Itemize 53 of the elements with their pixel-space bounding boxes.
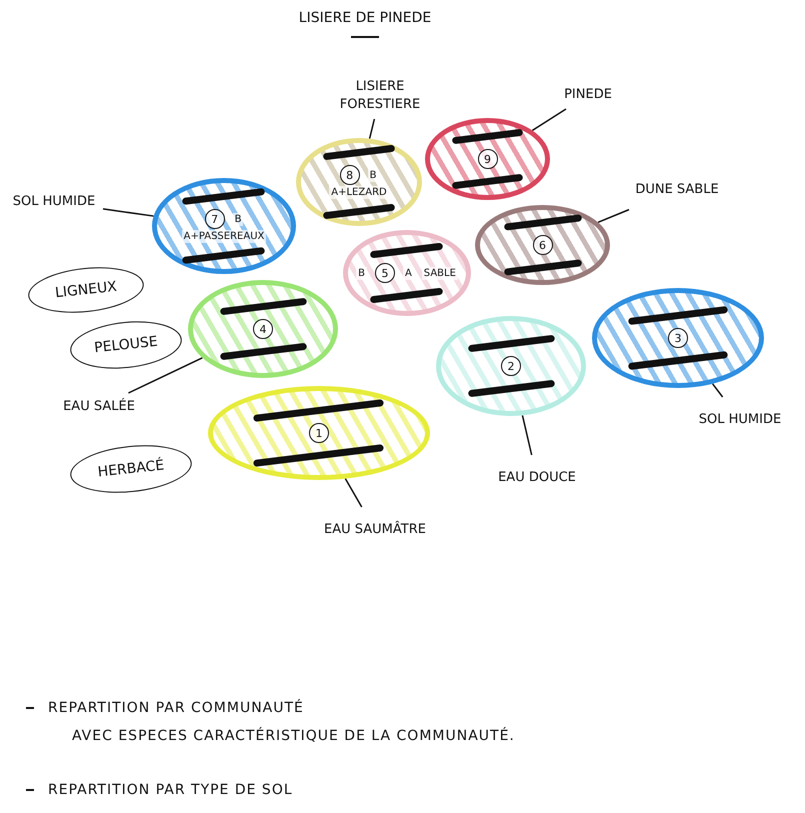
marker-stroke [628, 350, 728, 370]
leader-line [522, 415, 532, 456]
callout-label: EAU DOUCE [498, 469, 576, 487]
callout-label: SOL HUMIDE [698, 411, 782, 429]
species-label: A+LEZARD [329, 186, 389, 199]
leader-line [102, 208, 154, 217]
note-text: AVEC ESPECES CARACTÉRISTIQUE DE LA COMMUNAUTÉ. [72, 726, 515, 746]
circled-number: 8 [340, 165, 360, 185]
callout-label: DUNE SABLE [635, 181, 719, 199]
species-label: B [356, 266, 367, 280]
circled-number: 6 [532, 235, 552, 255]
callout-label: PINEDE [564, 86, 612, 104]
species-label: SABLE [422, 266, 458, 280]
circled-number: 4 [253, 319, 273, 339]
note-text: REPARTITION PAR COMMUNAUTÉ [48, 698, 304, 718]
vegetation-label: LIGNEUX [54, 278, 118, 302]
circled-number: 2 [501, 356, 521, 376]
callout-label: LISIERE FORESTIERE [338, 78, 422, 114]
circled-number: 5 [374, 263, 395, 283]
species-label: B [232, 212, 244, 226]
marker-stroke [452, 128, 524, 144]
species-label: B [368, 168, 378, 182]
callout-label: EAU SAUMÂTRE [324, 521, 426, 539]
circled-number: 1 [309, 423, 329, 443]
marker-stroke [452, 174, 524, 190]
circled-number: 9 [478, 149, 498, 169]
leader-line [368, 118, 376, 139]
callout-label: EAU SALÉE [63, 398, 135, 416]
circled-number: 3 [668, 328, 688, 348]
marker-stroke [504, 259, 582, 276]
vegetation-label: HERBACÉ [96, 456, 166, 482]
marker-stroke [628, 306, 728, 326]
callout-label: SOL HUMIDE [12, 193, 96, 211]
marker-stroke [468, 334, 554, 352]
marker-stroke [504, 214, 582, 231]
note-text: REPARTITION PAR TYPE DE SOL [48, 781, 293, 800]
circled-number: 7 [204, 209, 225, 229]
marker-stroke [468, 380, 554, 398]
vegetation-label: PELOUSE [93, 332, 159, 358]
species-label: A+PASSEREAUX [182, 230, 266, 243]
marker-stroke [370, 242, 444, 258]
marker-stroke [253, 444, 385, 467]
marker-stroke [322, 144, 396, 160]
diagram-title: LISIERE DE PINEDE [298, 9, 432, 28]
species-label: A [402, 266, 414, 280]
marker-stroke [220, 298, 306, 316]
leader-line [344, 478, 362, 508]
marker-stroke [322, 204, 396, 220]
marker-stroke [182, 246, 266, 264]
marker-stroke [253, 399, 385, 422]
marker-stroke [370, 288, 444, 304]
marker-stroke [182, 188, 266, 206]
marker-stroke [220, 342, 306, 360]
